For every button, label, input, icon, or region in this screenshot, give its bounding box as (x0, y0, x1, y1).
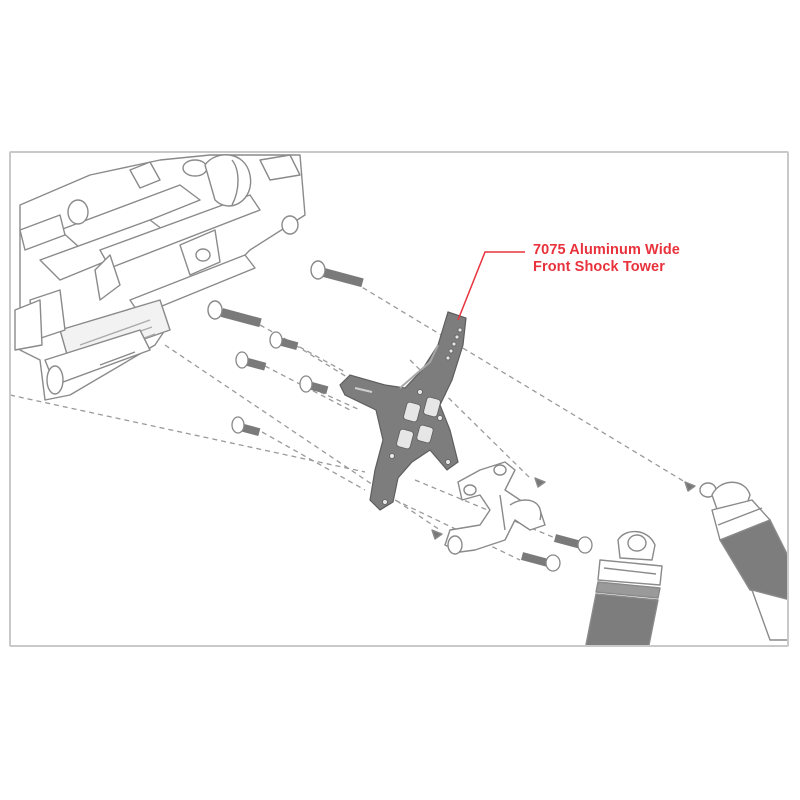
short-screw-3 (299, 375, 329, 395)
chassis-front-assembly (14, 154, 306, 401)
part-callout-label: 7075 Aluminum Wide Front Shock Tower (533, 242, 680, 276)
callout-line-2: Front Shock Tower (533, 259, 665, 275)
body-mount-bracket (431, 461, 696, 555)
screws (207, 260, 593, 572)
short-screw-4 (231, 416, 261, 437)
long-screw-top (310, 260, 364, 288)
front-shock-right (699, 481, 787, 641)
callout-leader-line (457, 251, 525, 321)
callout-line-1: 7075 Aluminum Wide (533, 242, 680, 258)
screw-right-1 (553, 534, 593, 554)
long-screw-left (207, 300, 262, 328)
short-screw-2 (235, 351, 267, 371)
short-screw-1 (269, 331, 299, 351)
screw-right-2 (520, 552, 561, 572)
shock-tower (339, 311, 467, 511)
front-shock-left (585, 530, 663, 645)
